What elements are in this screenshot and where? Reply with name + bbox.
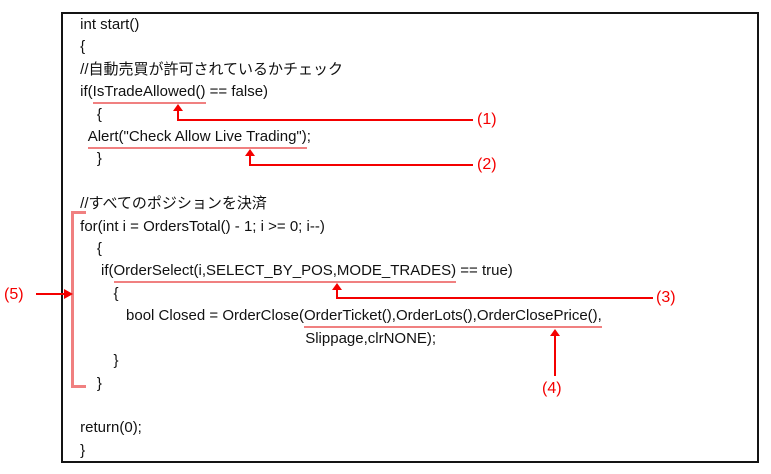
- code-text: int start(): [76, 16, 140, 33]
- code-text: if(: [76, 262, 114, 280]
- code-text: [76, 128, 88, 145]
- code-line: bool Closed = OrderClose(OrderTicket(),O…: [76, 305, 757, 329]
- code-text: for(int i = OrdersTotal() - 1; i >= 0; i…: [76, 217, 325, 235]
- code-line: {: [76, 36, 757, 58]
- code-line: [76, 171, 757, 193]
- code-text: Slippage,clrNONE);: [76, 329, 437, 347]
- code-text: }: [76, 374, 102, 392]
- underlined-code: OrderSelect(i,SELECT_BY_POS,MODE_TRADES): [113, 262, 457, 284]
- code-text: ;: [306, 128, 311, 146]
- code-text: }: [76, 441, 86, 459]
- code-text: {: [76, 105, 102, 123]
- code-text: if(: [76, 83, 93, 101]
- underlined-code: Alert("Check Allow Live Trading"): [87, 128, 307, 150]
- code-line: }: [76, 350, 757, 372]
- code-text: {: [76, 240, 102, 258]
- code-text: == false): [205, 83, 269, 101]
- code-text: //自動売買が許可されているかチェック: [76, 60, 344, 78]
- code-text: {: [76, 284, 119, 302]
- code-text: {: [76, 38, 86, 56]
- code-line: {: [76, 283, 757, 305]
- code-text: == true): [456, 262, 513, 280]
- underlined-code: OrderTicket(),OrderLots(),OrderClosePric…: [304, 307, 602, 329]
- code-line: int start(): [76, 14, 757, 36]
- code-text: return(0);: [76, 419, 142, 437]
- code-line: }: [76, 148, 757, 170]
- code-line: }: [76, 373, 757, 395]
- code-text: //すべてのポジションを決済: [76, 195, 267, 213]
- code-line: }: [76, 440, 757, 461]
- code-line: Alert("Check Allow Live Trading");: [76, 126, 757, 150]
- code-text: bool Closed = OrderClose(: [76, 307, 305, 325]
- code-line: for(int i = OrdersTotal() - 1; i >= 0; i…: [76, 216, 757, 238]
- code-line: //自動売買が許可されているかチェック: [76, 59, 757, 81]
- code-text: }: [76, 352, 119, 370]
- code-panel: int start() { //自動売買が許可されているかチェック if(IsT…: [61, 12, 759, 463]
- code-line: return(0);: [76, 417, 757, 439]
- code-line: {: [76, 104, 757, 126]
- code-line: if(OrderSelect(i,SELECT_BY_POS,MODE_TRAD…: [76, 260, 757, 284]
- code-line: if(IsTradeAllowed() == false): [76, 81, 757, 105]
- code-line: [76, 395, 757, 417]
- code-line: Slippage,clrNONE);: [76, 328, 757, 350]
- underlined-code: IsTradeAllowed(): [92, 83, 206, 105]
- callout-5-label: (5): [4, 286, 24, 303]
- code-line: //すべてのポジションを決済: [76, 193, 757, 215]
- code-line: {: [76, 238, 757, 260]
- code-text: }: [76, 150, 102, 168]
